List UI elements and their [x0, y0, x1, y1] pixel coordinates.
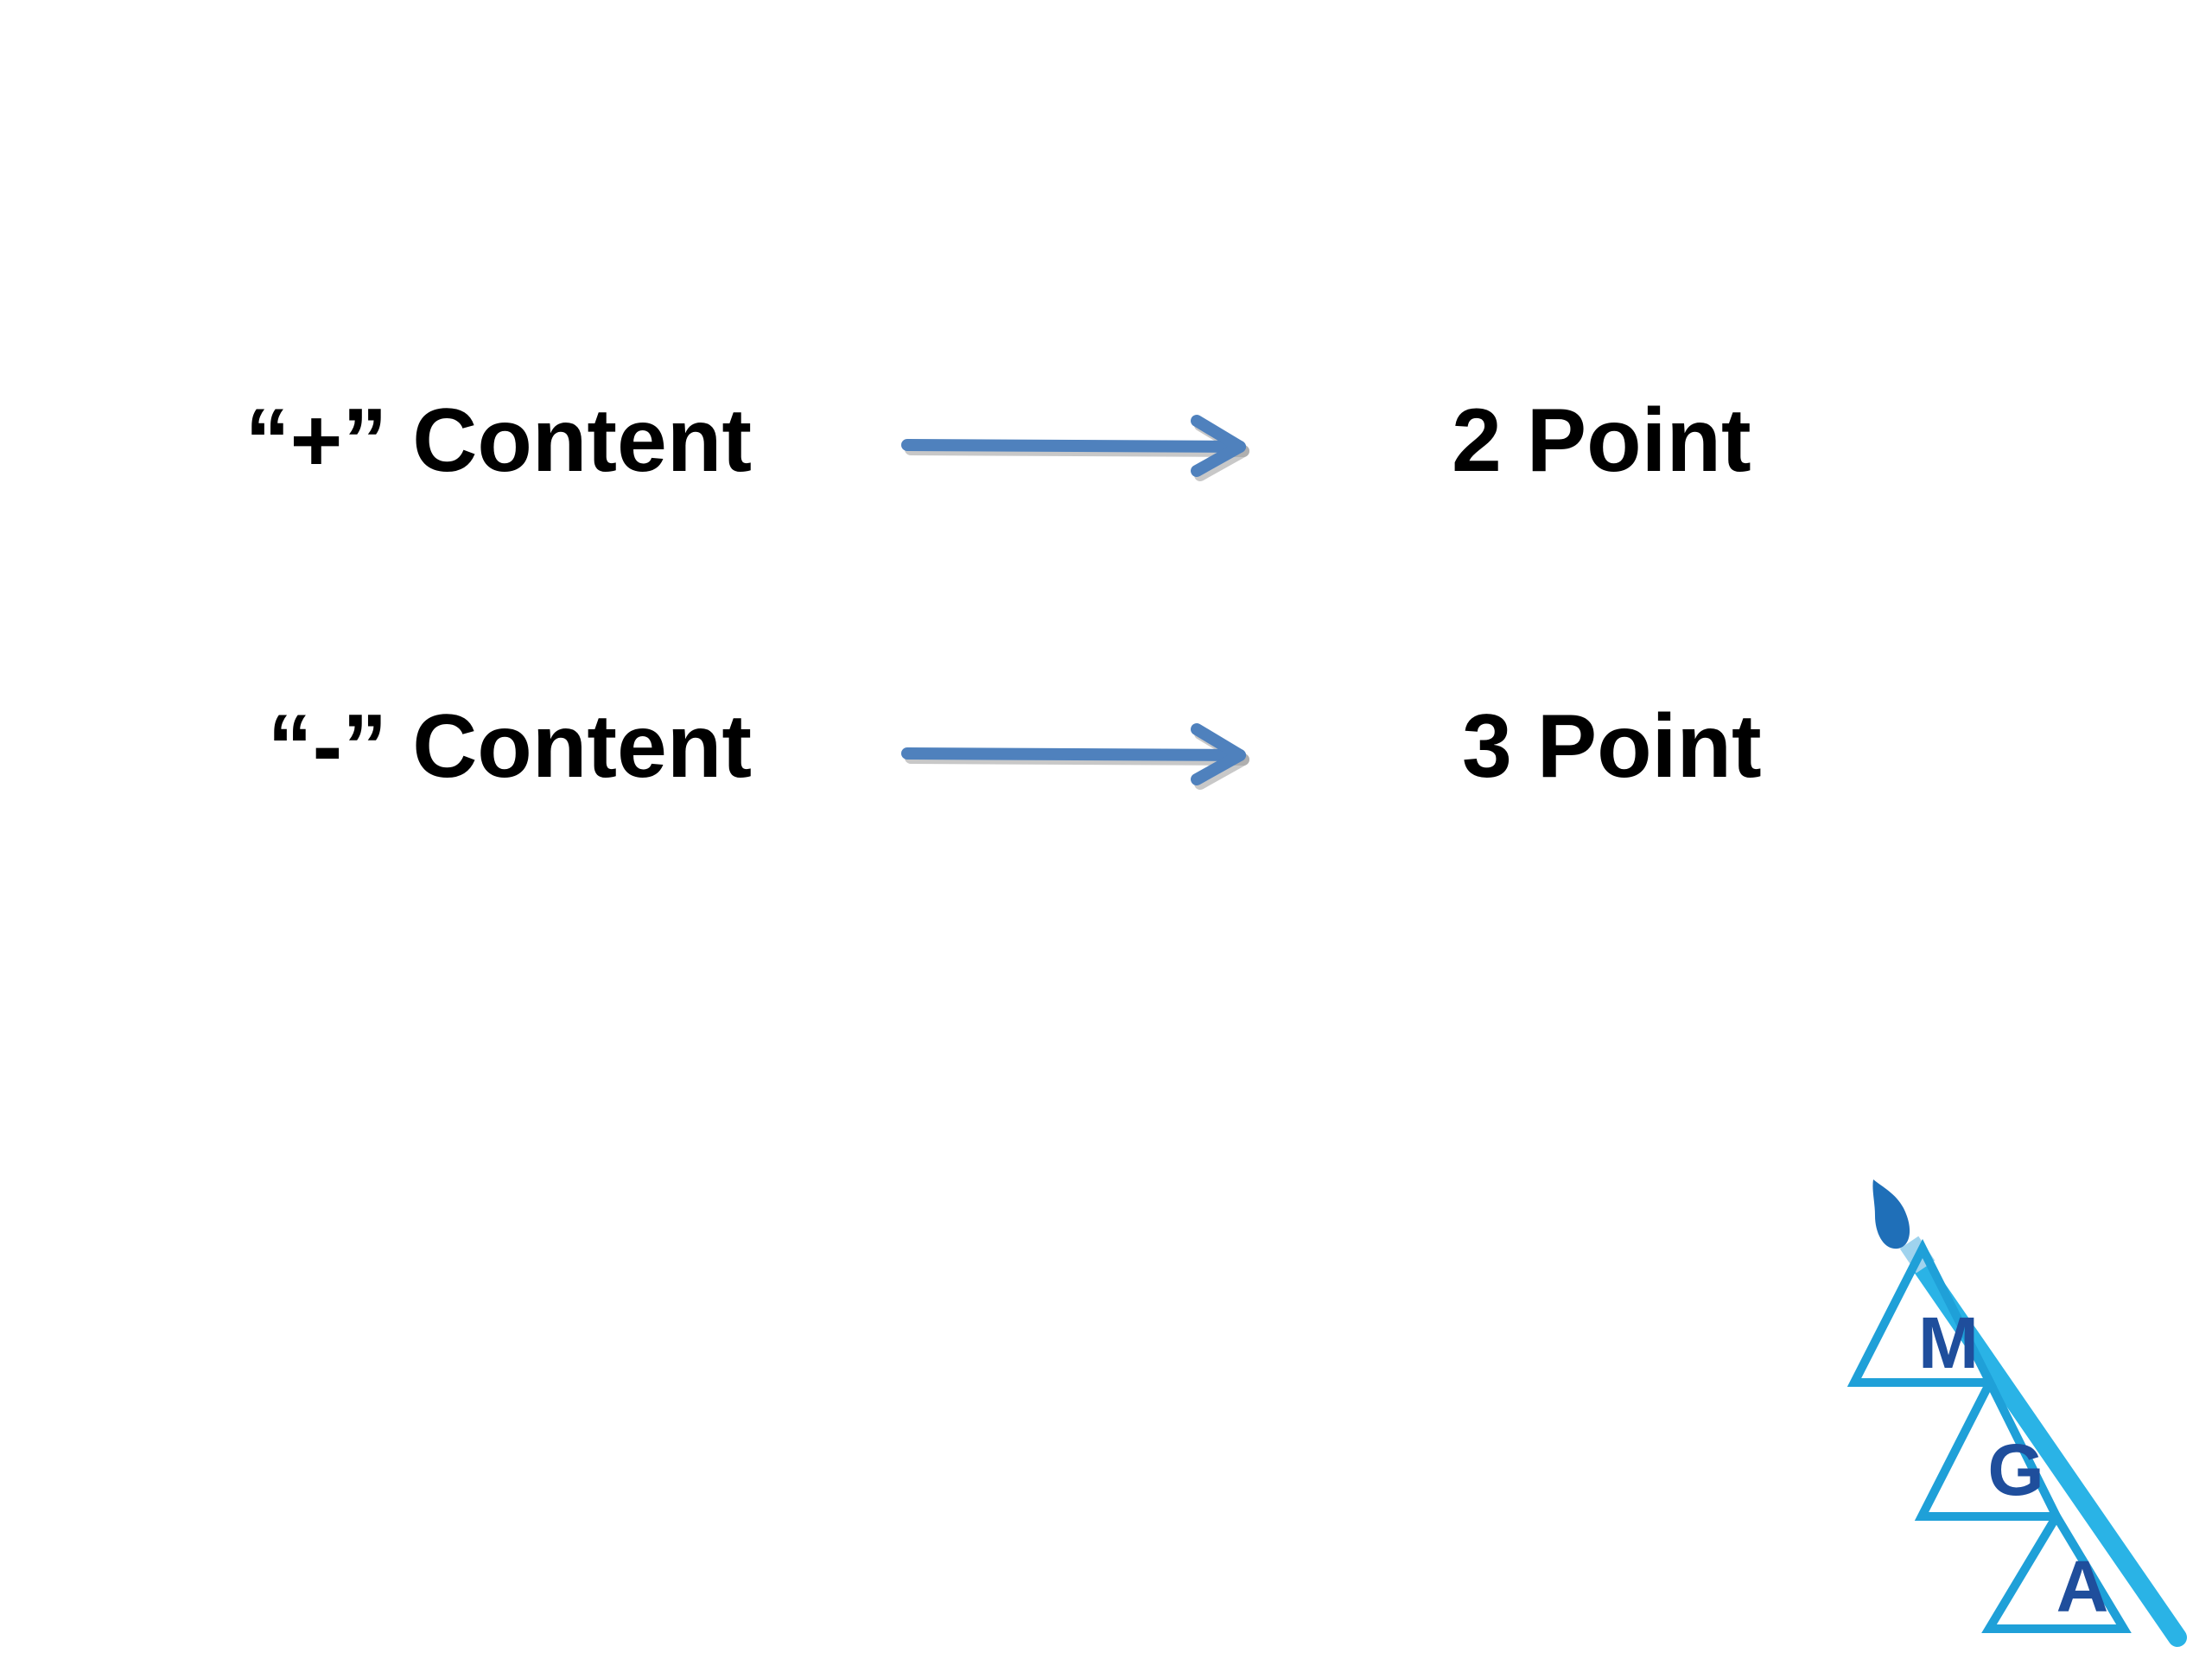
paintbrush-triangle-logo: M G A — [1847, 1179, 2187, 1647]
three-point-label: 3 Point — [1462, 696, 1762, 797]
logo-letter-m: M — [1918, 1302, 1979, 1383]
plus-content-label: “+” Content — [245, 391, 752, 491]
minus-content-label: “-” Content — [267, 696, 752, 797]
right-arrow-icon — [901, 415, 1249, 481]
two-point-label: 2 Point — [1452, 391, 1751, 491]
right-arrow-icon — [901, 723, 1249, 790]
logo-letter-a: A — [2056, 1546, 2109, 1627]
logo-letter-g: G — [1987, 1429, 2044, 1510]
